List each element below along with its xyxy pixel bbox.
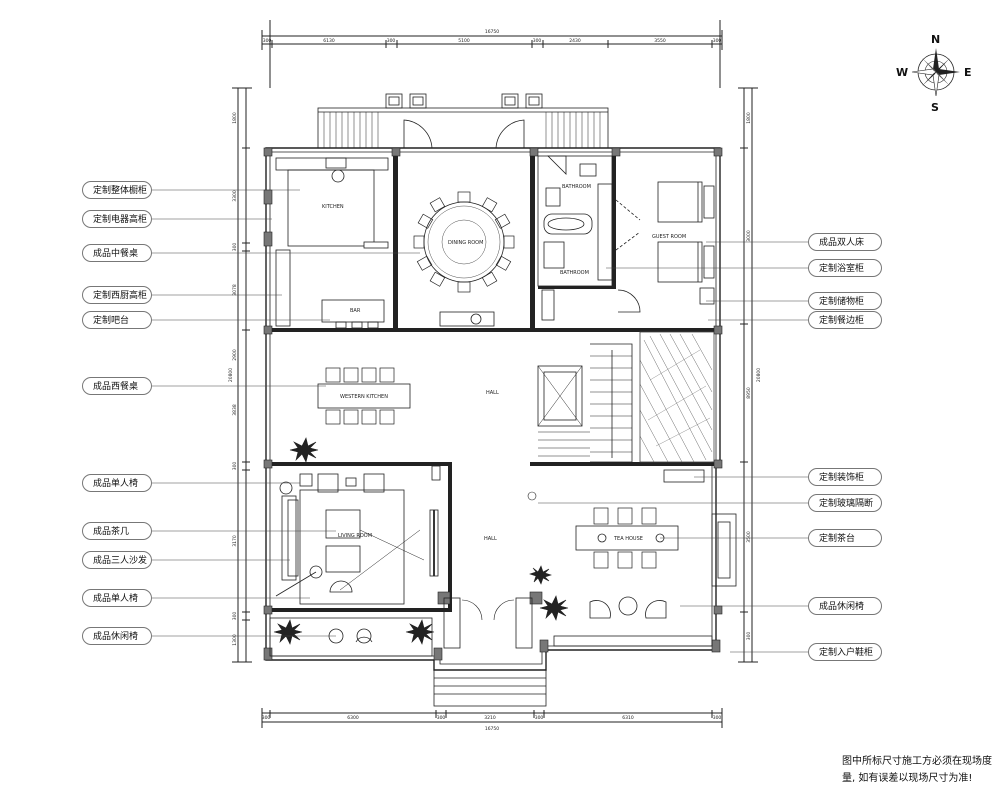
dim-top-total: 16750 bbox=[485, 29, 499, 35]
dim-left-9: 300 bbox=[232, 612, 238, 621]
dim-right-3: 8950 bbox=[746, 387, 752, 399]
callout-label: 成品西餐桌 bbox=[82, 377, 152, 395]
dim-left-6: 3838 bbox=[232, 404, 238, 416]
callout-label: 定制浴室柜 bbox=[808, 259, 882, 277]
dim-bottom-1: 300 bbox=[262, 715, 271, 721]
dim-bottom-3: 300 bbox=[437, 715, 446, 721]
dim-top-8: 300 bbox=[713, 38, 722, 44]
callout-label: 定制入户鞋柜 bbox=[808, 643, 882, 661]
callout-label: 定制吧台 bbox=[82, 311, 152, 329]
dim-left-total: 20800 bbox=[228, 368, 234, 382]
dim-left-10: 1300 bbox=[232, 634, 238, 646]
bathrooms bbox=[537, 155, 613, 321]
living-room bbox=[275, 465, 441, 605]
callout-label: 成品休闲椅 bbox=[808, 597, 882, 615]
dim-top-6: 2430 bbox=[569, 38, 581, 44]
room-bar: BAR bbox=[350, 308, 361, 314]
dim-right-5: 300 bbox=[746, 632, 752, 641]
dim-left-4: 3078 bbox=[232, 284, 238, 296]
callout-label: 成品单人椅 bbox=[82, 474, 152, 492]
tea-house bbox=[553, 469, 737, 647]
dim-bottom-total: 16750 bbox=[485, 726, 499, 732]
dim-top-2: 6130 bbox=[323, 38, 335, 44]
bar-counter bbox=[275, 249, 495, 329]
room-hall-upper: HALL bbox=[486, 390, 499, 396]
dim-left-8: 3170 bbox=[232, 535, 238, 547]
compass-s: S bbox=[931, 101, 939, 114]
note-line-1: 图中所标尺寸施工方必须在现场度 bbox=[842, 756, 992, 767]
note-line-2: 量, 如有误差以现场尺寸为准! bbox=[842, 773, 973, 784]
compass-icon bbox=[911, 48, 960, 97]
dim-bottom-7: 300 bbox=[713, 715, 722, 721]
room-bathroom-1: BATHROOM bbox=[562, 184, 591, 190]
callout-label: 成品单人椅 bbox=[82, 589, 152, 607]
callout-label: 定制装饰柜 bbox=[808, 468, 882, 486]
dim-top-7: 3550 bbox=[654, 38, 666, 44]
dim-top-4: 5100 bbox=[458, 38, 470, 44]
room-bathroom-2: BATHROOM bbox=[560, 270, 589, 276]
top-balcony bbox=[317, 93, 609, 149]
callout-label: 成品三人沙发 bbox=[82, 551, 152, 569]
callout-label: 定制电器高柜 bbox=[82, 210, 152, 228]
dim-left-2: 3300 bbox=[232, 190, 238, 202]
compass-n: N bbox=[931, 33, 940, 46]
room-dining: DINING ROOM bbox=[448, 240, 483, 246]
callout-label: 定制储物柜 bbox=[808, 292, 882, 310]
room-text-group: KITCHEN DINING ROOM BATHROOM BATHROOM GU… bbox=[322, 184, 686, 542]
dim-left-3: 300 bbox=[232, 243, 238, 252]
dim-right-4: 3500 bbox=[746, 531, 752, 543]
entry-steps bbox=[433, 597, 547, 707]
callout-label: 成品双人床 bbox=[808, 233, 882, 251]
dim-top-5: 300 bbox=[533, 38, 542, 44]
western-kitchen bbox=[317, 367, 411, 425]
room-western-kitchen: WESTERN KITCHEN bbox=[340, 394, 388, 400]
dimension-top bbox=[261, 20, 723, 88]
dim-right-total: 20800 bbox=[756, 368, 762, 382]
dining-room bbox=[413, 191, 515, 293]
room-hall-lower: HALL bbox=[484, 536, 497, 542]
kitchen bbox=[275, 157, 389, 249]
dim-left-7: 300 bbox=[232, 462, 238, 471]
callout-label: 成品休闲椅 bbox=[82, 627, 152, 645]
leader-lines bbox=[152, 189, 808, 653]
room-tea-house: TEA HOUSE bbox=[613, 536, 643, 542]
interior-walls bbox=[266, 152, 716, 612]
room-kitchen: KITCHEN bbox=[322, 204, 344, 210]
callout-label: 定制整体橱柜 bbox=[82, 181, 152, 199]
dim-top-1: 300 bbox=[263, 38, 272, 44]
dim-left-5: 2900 bbox=[232, 349, 238, 361]
callout-label: 成品中餐桌 bbox=[82, 244, 152, 262]
dim-right-2: 3000 bbox=[746, 230, 752, 242]
dim-bottom-4: 3210 bbox=[484, 715, 496, 721]
callout-label: 定制玻璃隔断 bbox=[808, 494, 882, 512]
compass-e: E bbox=[964, 66, 972, 79]
compass-w: W bbox=[896, 66, 908, 79]
dim-bottom-6: 6310 bbox=[622, 715, 634, 721]
plant-icon bbox=[273, 437, 569, 645]
stair-lift bbox=[537, 343, 633, 463]
dim-top-3: 300 bbox=[387, 38, 396, 44]
callout-label: 定制茶台 bbox=[808, 529, 882, 547]
callout-label: 成品茶几 bbox=[82, 522, 152, 540]
dimension-bottom bbox=[261, 708, 723, 728]
dim-right-1: 1800 bbox=[746, 112, 752, 124]
guest-room bbox=[615, 181, 715, 313]
callout-label: 定制西厨高柜 bbox=[82, 286, 152, 304]
dim-bottom-5: 300 bbox=[535, 715, 544, 721]
dimension-right bbox=[738, 87, 758, 663]
dim-bottom-2: 6300 bbox=[347, 715, 359, 721]
room-living: LIVING ROOM bbox=[338, 533, 372, 539]
callout-label: 定制餐边柜 bbox=[808, 311, 882, 329]
dim-left-1: 1800 bbox=[232, 112, 238, 124]
hatched-zone bbox=[639, 331, 715, 463]
dimension-left bbox=[232, 87, 252, 663]
room-guest: GUEST ROOM bbox=[652, 234, 686, 240]
